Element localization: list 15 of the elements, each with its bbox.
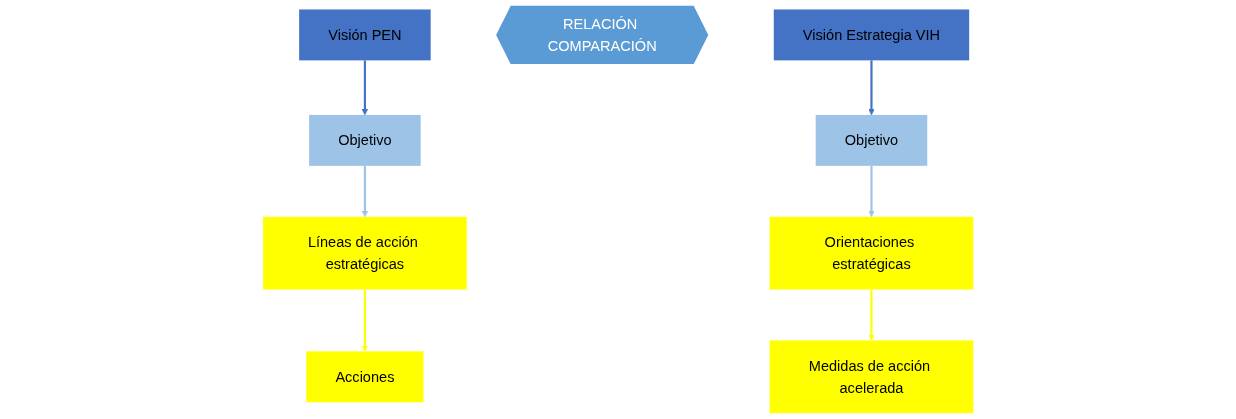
node-box: RELACIÓN COMPARACIÓN (495, 5, 709, 64)
node-box: Visión Estrategia VIH (773, 9, 969, 61)
arrow (868, 60, 875, 116)
arrow (361, 165, 368, 218)
arrow (361, 60, 368, 116)
node-box: Visión PEN (298, 9, 431, 61)
node-box: Acciones (306, 351, 424, 403)
arrow (361, 289, 368, 352)
node-box: Orientaciones estratégicas (769, 216, 974, 290)
node-box: Medidas de acción acelerada (769, 340, 974, 414)
arrow (868, 165, 875, 218)
node-box: Líneas de acción estratégicas (262, 216, 467, 290)
node-box: Objetivo (308, 114, 421, 166)
arrow (868, 289, 875, 341)
node-box: Objetivo (815, 114, 928, 166)
